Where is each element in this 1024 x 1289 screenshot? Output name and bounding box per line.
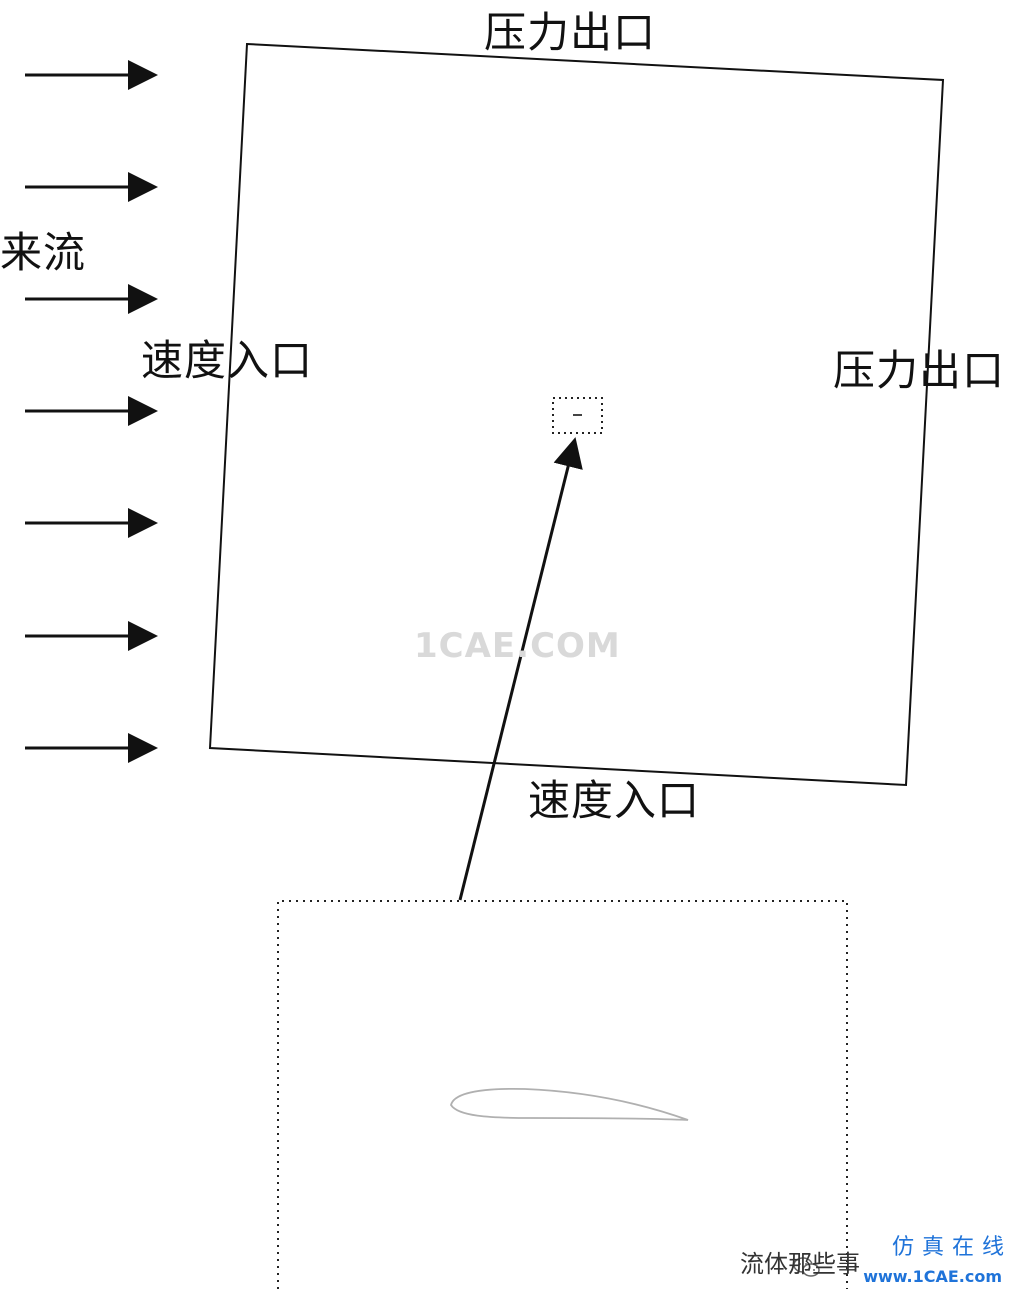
left-velocity-inlet-label: 速度入口: [141, 336, 314, 385]
site-watermark: 1CAE.COM: [414, 626, 621, 666]
incoming-flow-label: 来流: [0, 228, 87, 277]
wechat-icon: [793, 1257, 820, 1277]
top-pressure-outlet-label: 压力出口: [484, 8, 657, 57]
wechat-account-name: 流体那些事: [740, 1250, 860, 1278]
airfoil-shape: [450, 1087, 689, 1121]
computational-domain: [208, 42, 945, 787]
zoom-arrow: [458, 437, 583, 901]
site-brand: 仿真在线: [891, 1235, 1012, 1260]
zoom-region-box: [552, 397, 603, 434]
bottom-velocity-inlet-label: 速度入口: [528, 776, 701, 825]
site-url: www.1CAE.com: [863, 1267, 1002, 1286]
right-pressure-outlet-label: 压力出口: [833, 346, 1006, 395]
incoming-flow-arrows: [25, 60, 158, 763]
enlarged-view-frame: [277, 900, 848, 1289]
